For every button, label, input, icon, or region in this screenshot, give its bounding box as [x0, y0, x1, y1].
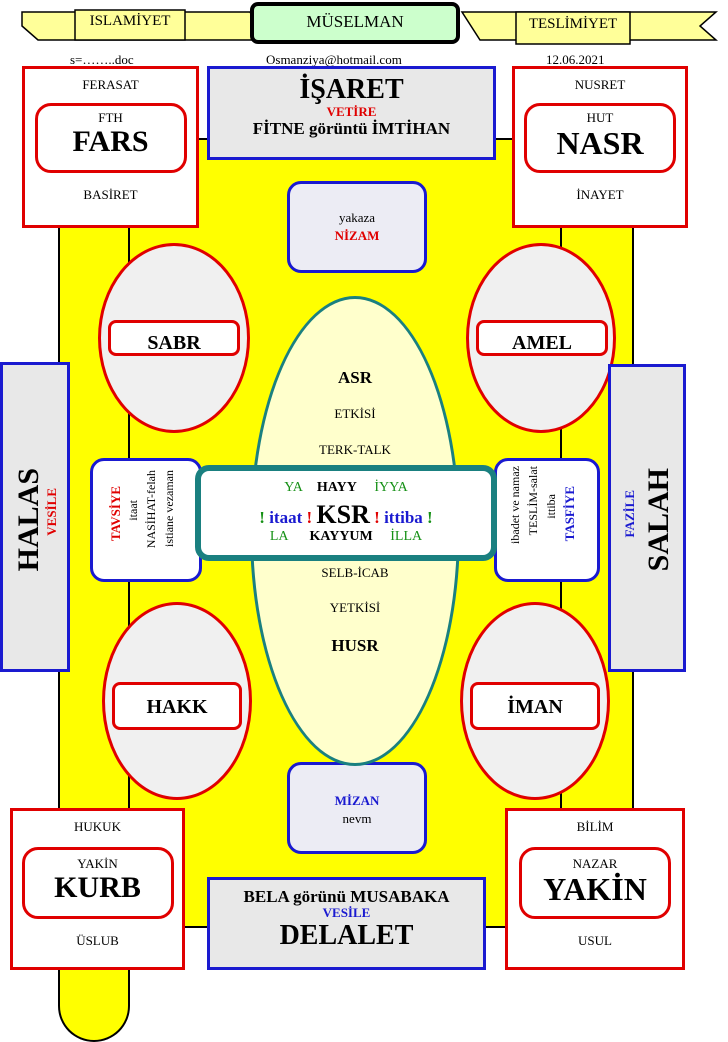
mizan-box: MİZAN nevm [287, 762, 427, 854]
email: Osmanziya@hotmail.com [266, 52, 402, 67]
center-ksr-row1: YA HAYY İYYA [195, 480, 497, 496]
left-side-box [0, 362, 70, 672]
bottom-right-bottom-label: USUL [578, 933, 612, 948]
mizan-line2: nevm [342, 811, 372, 826]
center-yetkisi: YETKİSİ [329, 600, 381, 615]
hayy-text: HAYY [316, 480, 357, 495]
nizam-line2: NİZAM [334, 228, 380, 243]
bottom-left-box: HUKUK YAKİN KURB ÜSLUB [10, 808, 185, 970]
bottom-right-small: NAZAR [572, 856, 618, 871]
top-left-inner: FTH FARS [34, 103, 187, 173]
file-name: s=……..doc [70, 52, 134, 67]
bottom-right-inner: NAZAR YAKİN [519, 847, 671, 919]
right-side-box [608, 364, 686, 672]
top-right-big: NASR [556, 125, 644, 161]
top-right-inner: HUT NASR [524, 103, 676, 173]
ittiba-text: ittiba [384, 508, 423, 527]
bottom-left-top-label: HUKUK [74, 819, 121, 834]
left-mid-l3: istiane vezaman [162, 470, 176, 547]
bottom-left-bottom-label: ÜSLUB [76, 933, 119, 948]
itaat-text: itaat [269, 508, 303, 527]
bottom-right-top-label: BİLİM [576, 819, 614, 834]
top-left-bottom-label: BASİRET [83, 187, 138, 202]
left-mid-box [90, 458, 202, 582]
left-banner-shape [21, 9, 268, 41]
oval-bottom-right-label: İMAN [470, 682, 600, 730]
top-left-top-label: FERASAT [82, 77, 139, 92]
right-mid-l3: ittiba [544, 494, 558, 519]
nizam-box: yakaza NİZAM [287, 181, 427, 273]
top-right-box: NUSRET HUT NASR İNAYET [512, 66, 688, 228]
top-center-sub: VETİRE [326, 104, 377, 119]
left-mid-l1: itaat [126, 500, 140, 521]
left-side-small: VESİLE [44, 488, 59, 536]
top-right-small: HUT [586, 110, 614, 125]
right-mid-l2: TESLİM-salat [526, 466, 540, 536]
top-left-small: FTH [98, 110, 123, 125]
top-left-box: FERASAT FTH FARS BASİRET [22, 66, 199, 228]
bottom-left-inner: YAKİN KURB [21, 847, 174, 919]
top-center-title: İŞARET [299, 74, 404, 105]
ksr-text: KSR [316, 500, 370, 529]
right-side-big: SALAH [642, 468, 675, 572]
excl-3: ! [374, 508, 380, 527]
oval-top-left-label: SABR [108, 320, 240, 356]
oval-bottom-left-label: HAKK [112, 682, 242, 730]
left-mid-l2: NASİHAT-felah [144, 470, 158, 549]
bottom-right-big: YAKİN [543, 871, 647, 907]
mizan-line1: MİZAN [334, 793, 380, 808]
excl-4: ! [427, 508, 433, 527]
left-side-big: HALAS [12, 468, 45, 572]
bottom-center-title: DELALET [279, 920, 414, 951]
bottom-left-small: YAKİN [77, 856, 118, 871]
center-ksr-row3: LA KAYYUM İLLA [195, 529, 497, 545]
top-left-big: FARS [72, 125, 149, 158]
kayyum-text: KAYYUM [309, 529, 373, 544]
center-title-box: MÜSELMAN [250, 2, 460, 44]
center-husr: HUSR [331, 636, 379, 655]
date: 12.06.2021 [546, 52, 605, 67]
bottom-center-sub: VESİLE [322, 905, 371, 920]
bottom-center-line: BELA görünü MUSABAKA [243, 887, 450, 906]
center-title: MÜSELMAN [306, 12, 404, 31]
center-etkisi: ETKİSİ [334, 406, 376, 421]
center-terk: TERK-TALK [319, 442, 391, 457]
top-center-line: FİTNE görüntü İMTİHAN [252, 119, 451, 138]
illa-text: İLLA [390, 529, 423, 544]
excl-2: ! [306, 508, 313, 527]
right-mid-blue: TASFİYE [562, 486, 577, 542]
bottom-left-big: KURB [54, 871, 141, 904]
nizam-line1: yakaza [338, 210, 376, 225]
center-selb: SELB-İCAB [321, 565, 389, 580]
top-right-bottom-label: İNAYET [576, 187, 624, 202]
left-banner-label: ISLAMİYET [89, 13, 171, 29]
la-text: LA [269, 529, 289, 544]
center-ksr-box [195, 465, 497, 561]
top-right-top-label: NUSRET [574, 77, 626, 92]
right-banner-label: TESLİMİYET [528, 16, 618, 32]
oval-top-right-label: AMEL [476, 320, 608, 356]
right-banner-shape [460, 11, 718, 45]
right-mid-l1: ibadet ve namaz [508, 466, 522, 544]
excl-1: ! [259, 508, 265, 527]
right-side-small: FAZİLE [622, 490, 637, 538]
iyya-text: İYYA [374, 480, 408, 495]
center-ksr-row2: ! itaat ! KSR ! ittiba ! [195, 500, 497, 530]
top-center-box: İŞARET VETİRE FİTNE görüntü İMTİHAN [207, 66, 496, 160]
bottom-center-box: BELA görünü MUSABAKA VESİLE DELALET [207, 877, 486, 970]
bottom-right-box: BİLİM NAZAR YAKİN USUL [505, 808, 685, 970]
right-mid-box [494, 458, 600, 582]
center-asr: ASR [337, 368, 372, 387]
left-mid-red: TAVSİYE [108, 486, 123, 542]
ya-text: YA [284, 480, 303, 495]
